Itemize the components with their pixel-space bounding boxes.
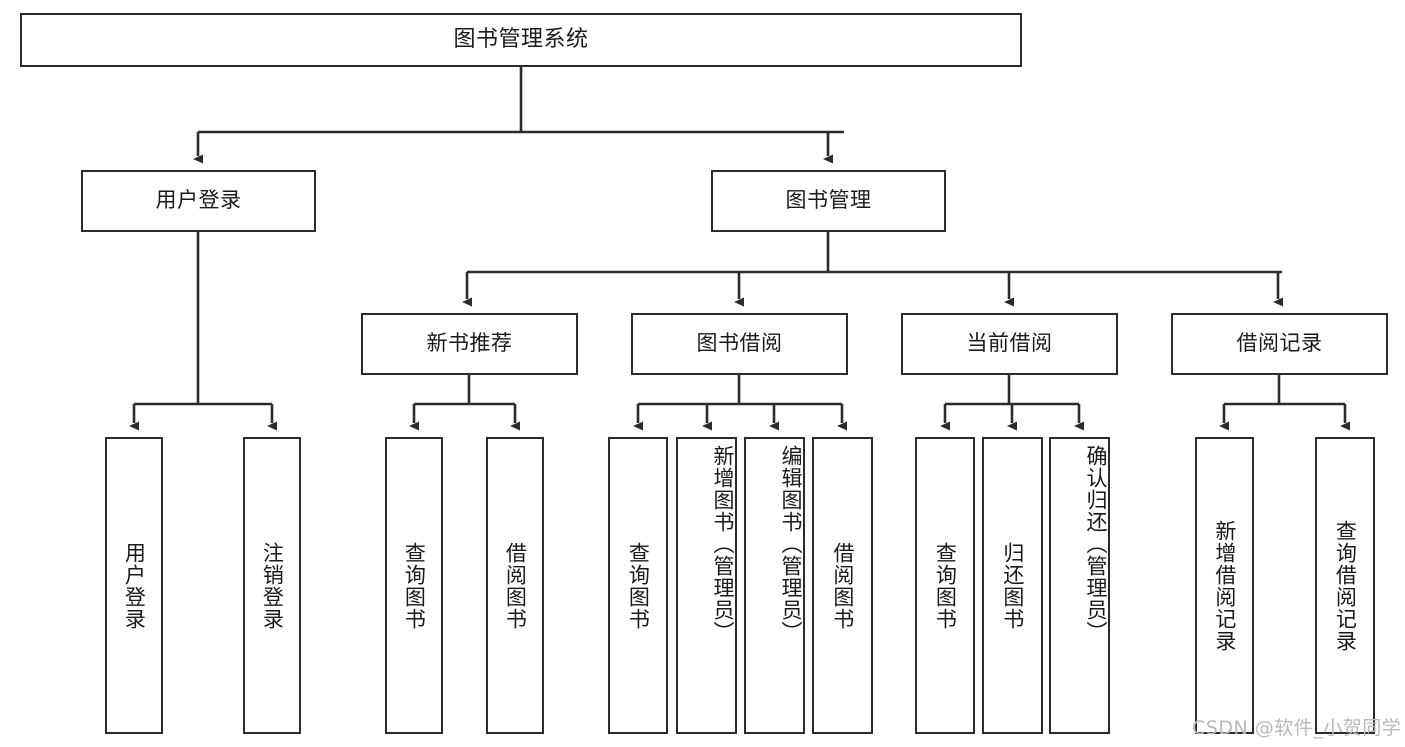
node-new-book-recommend[interactable]: 新书推荐 [361,313,578,375]
leaf-query-book[interactable]: 查询图书 [608,437,668,734]
node-user-login[interactable]: 用户登录 [81,170,316,232]
node-label: 新增借阅记录 [1212,519,1237,652]
node-book-borrow[interactable]: 图书借阅 [631,313,848,375]
leaf-confirm-return[interactable]: 确认归还（管理员） [1049,437,1110,734]
node-label: 借阅记录 [1236,331,1323,356]
node-label: 图书管理系统 [453,26,589,52]
node-label: 编辑图书（管理员） [779,445,803,643]
node-label: 确认归还（管理员） [1084,445,1108,643]
node-label: 查询借阅记录 [1333,519,1358,652]
node-label: 用户登录 [122,541,147,630]
leaf-query-book-recommend[interactable]: 查询图书 [385,437,443,734]
node-book-manage[interactable]: 图书管理 [711,170,946,232]
leaf-add-record[interactable]: 新增借阅记录 [1195,437,1254,734]
leaf-borrow-book-recommend[interactable]: 借阅图书 [486,437,544,734]
leaf-query-record[interactable]: 查询借阅记录 [1315,437,1375,734]
node-label: 查询图书 [626,541,651,630]
node-borrow-record[interactable]: 借阅记录 [1171,313,1388,375]
node-label: 查询图书 [933,541,958,630]
node-label: 新书推荐 [426,331,513,356]
node-label: 归还图书 [1000,541,1025,630]
leaf-add-book[interactable]: 新增图书（管理员） [676,437,737,734]
node-label: 当前借阅 [966,331,1053,356]
node-label: 用户登录 [155,188,242,213]
leaf-return-book[interactable]: 归还图书 [982,437,1043,734]
node-label: 查询图书 [402,541,427,630]
leaf-query-book-current[interactable]: 查询图书 [915,437,975,734]
leaf-borrow-book[interactable]: 借阅图书 [812,437,873,734]
csdn-watermark: CSDN @软件_小贺同学 [1192,717,1402,739]
node-label: 注销登录 [260,541,285,630]
node-label: 图书借阅 [696,331,783,356]
node-label: 新增图书（管理员） [711,445,735,643]
leaf-logout[interactable]: 注销登录 [243,437,301,734]
node-label: 借阅图书 [503,541,528,630]
node-current-borrow[interactable]: 当前借阅 [901,313,1118,375]
node-root-system[interactable]: 图书管理系统 [20,13,1022,67]
leaf-user-login[interactable]: 用户登录 [105,437,163,734]
node-label: 图书管理 [785,188,872,213]
node-label: 借阅图书 [830,541,855,630]
leaf-edit-book[interactable]: 编辑图书（管理员） [744,437,805,734]
